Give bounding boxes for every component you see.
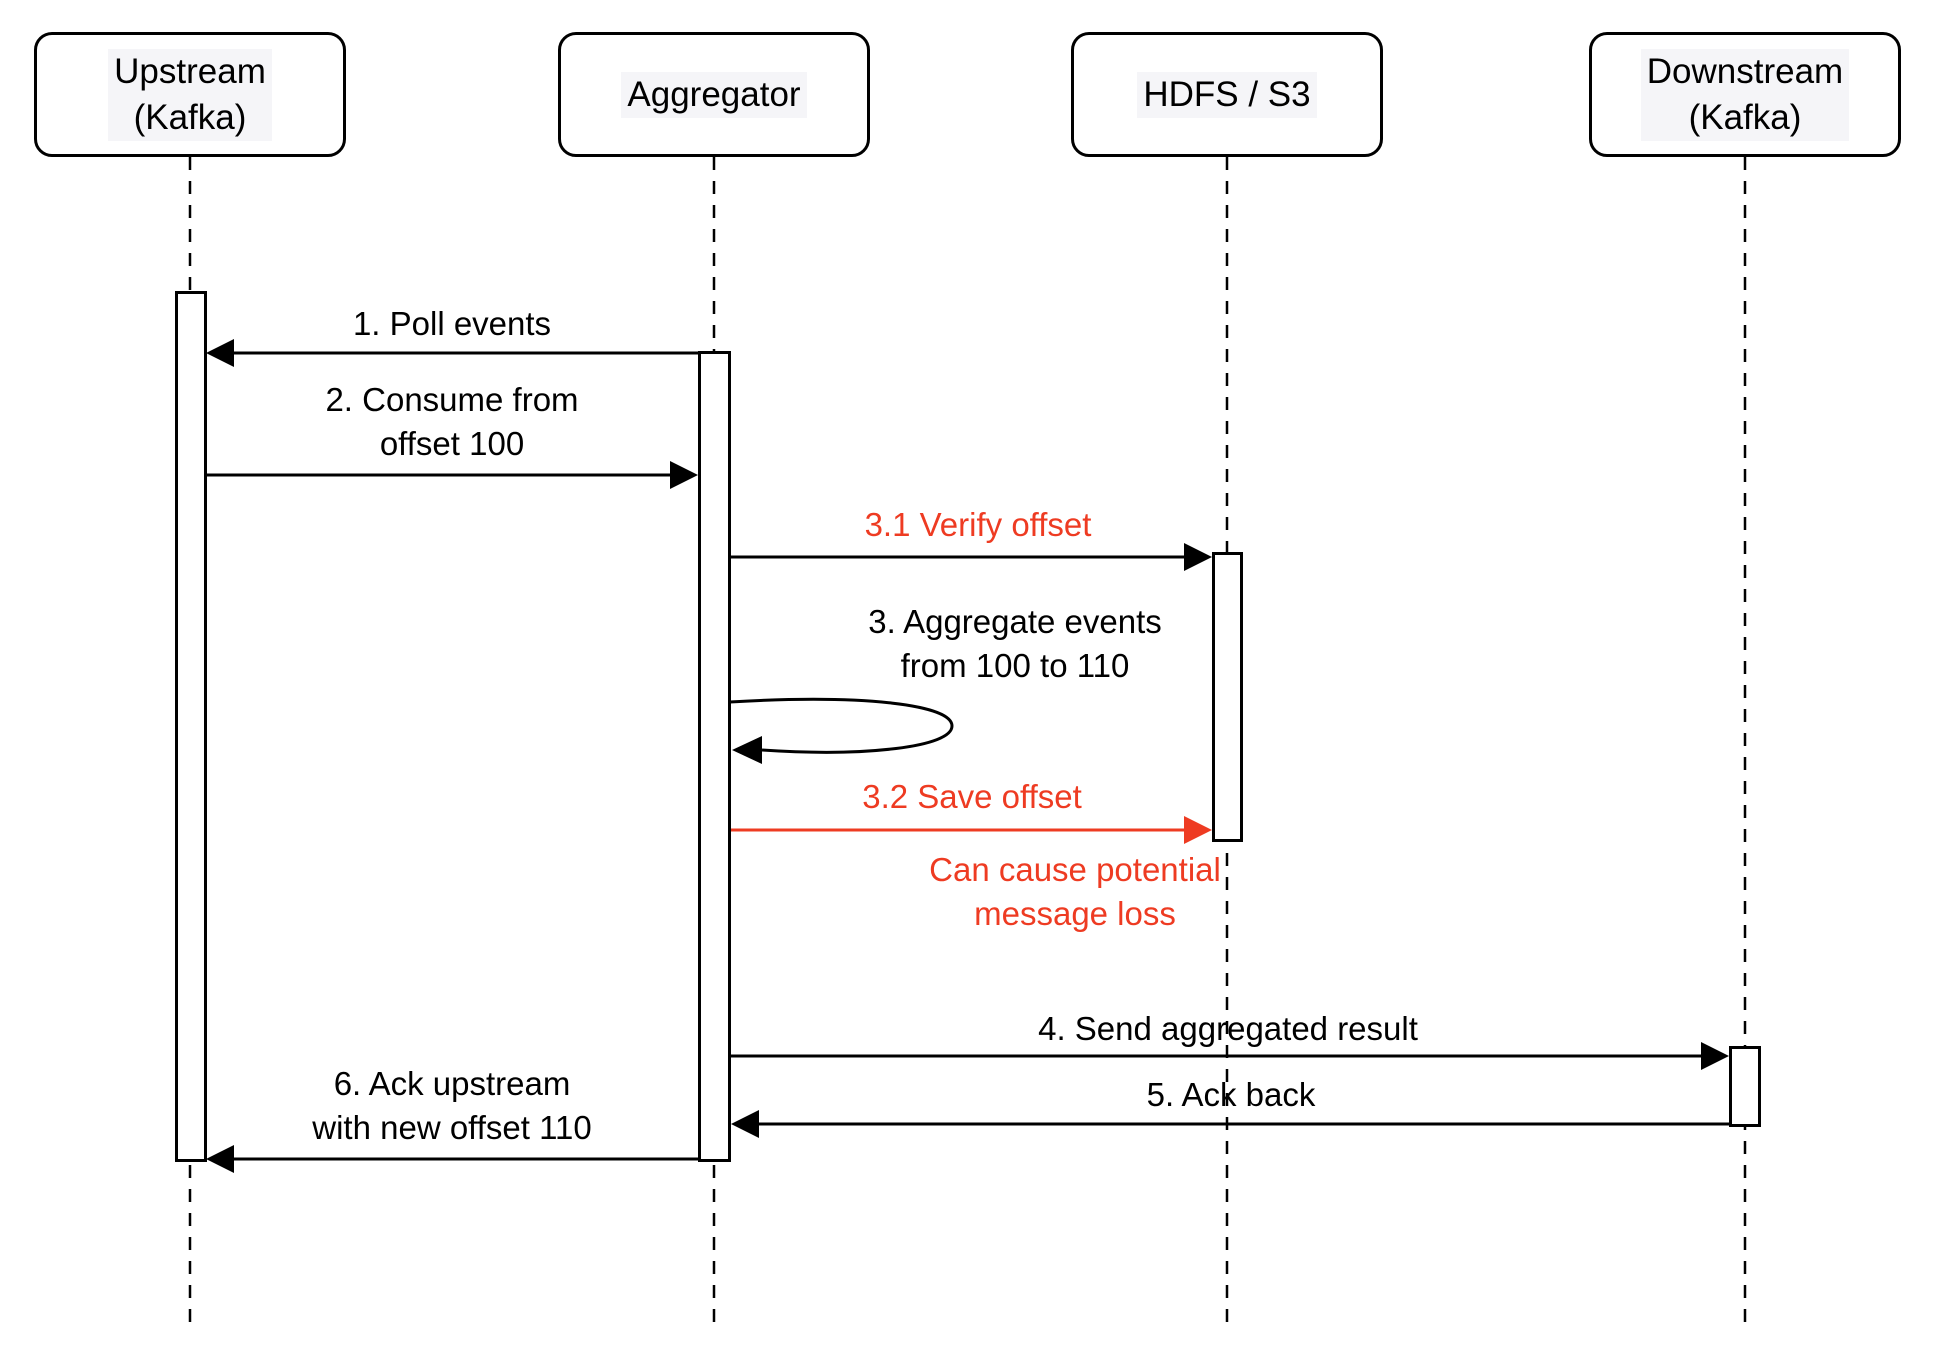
arrowhead-left-1 [206,339,234,367]
activation-bar-aggregator [698,351,731,1162]
participant-label-upstream: Upstream (Kafka) [108,48,272,141]
message-arrow-3-1 [731,543,1212,571]
participant-label-aggregator: Aggregator [621,71,807,118]
self-loop-arrow-3 [729,697,954,764]
message-label-5: 5. Ack back [1146,1076,1316,1113]
activation-bar-hdfs [1212,552,1243,842]
message-label-3-1: 3.1 Verify offset [864,506,1092,543]
participant-label-downstream: Downstream (Kafka) [1640,48,1850,141]
activation-bar-upstream [175,291,207,1162]
arrowhead-right-3-1 [1184,543,1212,571]
message-label-1: 1. Poll events [352,305,552,342]
arrowhead-right-3-2 [1184,816,1212,844]
message-label-2: 2. Consume from offset 100 [325,381,579,462]
message-label-3-2: 3.2 Save offset [862,778,1082,815]
arrowhead-right-4 [1701,1042,1729,1070]
note-message-loss: Can cause potential message loss [929,851,1221,932]
participant-box-upstream: Upstream (Kafka) [34,32,346,157]
participant-box-hdfs: HDFS / S3 [1071,32,1383,157]
participant-box-downstream: Downstream (Kafka) [1589,32,1901,157]
participant-box-aggregator: Aggregator [558,32,870,157]
participant-label-hdfs: HDFS / S3 [1137,71,1317,118]
activation-bar-downstream [1729,1046,1761,1127]
arrowhead-left-6 [206,1145,234,1173]
message-label-3: 3. Aggregate events from 100 to 110 [868,603,1162,684]
arrowhead-left-5 [731,1110,759,1138]
message-label-6: 6. Ack upstream with new offset 110 [312,1065,592,1146]
arrowhead-right-2 [670,461,698,489]
message-label-4: 4. Send aggregated result [1038,1010,1418,1047]
message-arrow-3-2 [731,816,1212,844]
arrowhead-left-3 [732,736,762,764]
